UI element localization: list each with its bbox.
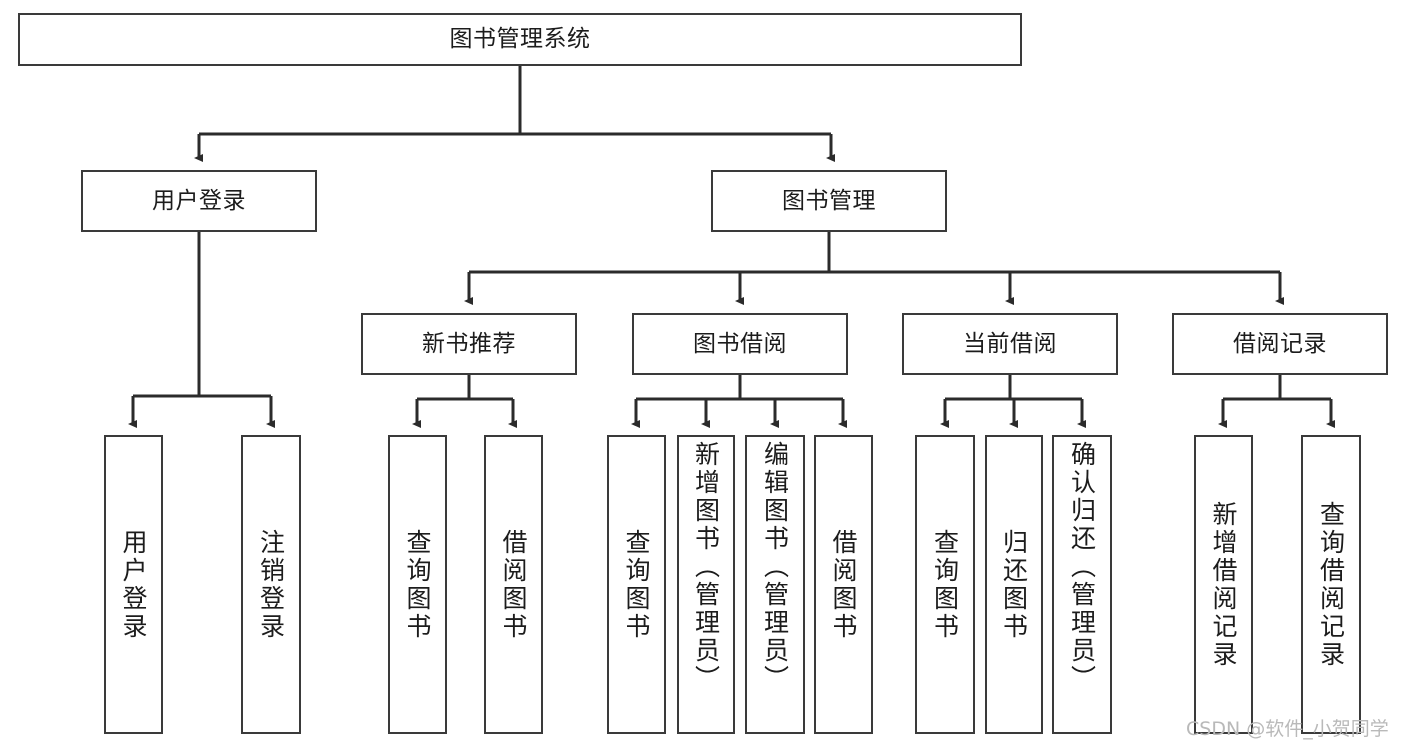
node-book-borrow[interactable]: 图书借阅 <box>632 313 848 375</box>
node-label: 借阅记录 <box>1233 330 1327 357</box>
leaf-add-borrow-record[interactable]: 新增借阅记录 <box>1194 435 1253 734</box>
node-label: 查询借阅记录 <box>1316 500 1346 669</box>
node-label: 注销登录 <box>256 528 286 641</box>
node-label: 查询图书 <box>930 528 960 641</box>
node-label: 当前借阅 <box>963 330 1057 357</box>
node-current-borrow[interactable]: 当前借阅 <box>902 313 1118 375</box>
node-label: 图书借阅 <box>693 330 787 357</box>
leaf-borrow-book[interactable]: 借阅图书 <box>814 435 873 734</box>
node-new-book-recommend[interactable]: 新书推荐 <box>361 313 577 375</box>
leaf-user-logout[interactable]: 注销登录 <box>241 435 301 734</box>
leaf-user-login[interactable]: 用户登录 <box>104 435 163 734</box>
node-label: 编辑图书（管理员） <box>760 441 790 693</box>
node-label: 用户登录 <box>119 528 148 641</box>
node-label: 用户登录 <box>152 187 246 214</box>
node-label: 图书管理系统 <box>449 26 591 53</box>
leaf-return-book[interactable]: 归还图书 <box>985 435 1043 734</box>
leaf-query-book-borrow[interactable]: 查询图书 <box>607 435 666 734</box>
node-book-management[interactable]: 图书管理 <box>711 170 947 232</box>
leaf-add-book-admin[interactable]: 新增图书（管理员） <box>677 435 735 734</box>
leaf-borrow-book-recommend[interactable]: 借阅图书 <box>484 435 543 734</box>
node-label: 新增图书（管理员） <box>691 441 721 693</box>
node-root-system[interactable]: 图书管理系统 <box>18 13 1022 66</box>
node-label: 查询图书 <box>403 528 432 641</box>
node-label: 查询图书 <box>622 528 651 641</box>
csdn-watermark: CSDN @软件_小贺同学 <box>1186 718 1389 740</box>
node-user-login[interactable]: 用户登录 <box>81 170 317 232</box>
leaf-confirm-return-admin[interactable]: 确认归还（管理员） <box>1052 435 1112 734</box>
node-label: 新书推荐 <box>422 330 516 357</box>
leaf-edit-book-admin[interactable]: 编辑图书（管理员） <box>745 435 805 734</box>
node-borrow-record[interactable]: 借阅记录 <box>1172 313 1388 375</box>
leaf-query-borrow-record[interactable]: 查询借阅记录 <box>1301 435 1361 734</box>
node-label: 归还图书 <box>999 528 1029 641</box>
node-label: 借阅图书 <box>499 528 528 641</box>
leaf-query-book-recommend[interactable]: 查询图书 <box>388 435 447 734</box>
node-label: 确认归还（管理员） <box>1067 441 1097 693</box>
node-label: 借阅图书 <box>829 528 858 641</box>
leaf-query-book-current[interactable]: 查询图书 <box>915 435 975 734</box>
node-label: 图书管理 <box>782 187 876 214</box>
node-label: 新增借阅记录 <box>1209 500 1238 669</box>
